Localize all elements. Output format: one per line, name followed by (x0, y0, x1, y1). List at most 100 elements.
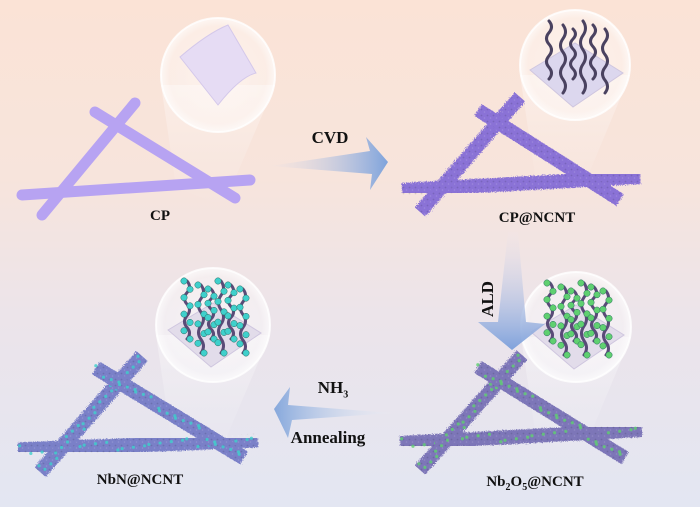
coating-particle (564, 429, 568, 433)
nanoparticle (200, 291, 208, 299)
coating-particle (526, 435, 530, 439)
nanotube (217, 279, 225, 355)
coating-particle (94, 364, 98, 368)
coating-particle (476, 363, 480, 367)
coating-particle (617, 450, 622, 454)
coating-particle (435, 454, 439, 459)
nanoparticle (583, 351, 591, 359)
coating-particle (499, 440, 503, 444)
coating-particle (189, 421, 193, 425)
coating-particle (514, 437, 518, 441)
step-label-ald: ALD (478, 281, 497, 317)
nanoparticle (577, 341, 585, 349)
nanoparticle (567, 287, 575, 295)
coating-particle (59, 445, 64, 450)
nanoparticle (214, 339, 222, 347)
nanoparticle (567, 301, 575, 309)
nanoparticle (220, 349, 228, 357)
fiber-texture (92, 362, 248, 464)
coating-particle (245, 437, 249, 442)
coating-particle (422, 443, 426, 447)
coating-particle (563, 418, 567, 422)
nanotube (559, 23, 567, 95)
nanotube (601, 27, 609, 95)
nanoparticle (543, 329, 551, 337)
coating-particle (76, 424, 80, 428)
coating-particle (173, 414, 177, 418)
step-label-nh3: NH3 (317, 378, 349, 401)
arrow-nh3-annealing (274, 387, 392, 438)
arrow-ald (478, 232, 545, 350)
coating-particle (54, 451, 58, 455)
coating-particle (169, 440, 173, 444)
fiber-rod (89, 106, 241, 204)
coating-particle (531, 394, 535, 398)
coating-particle (197, 423, 201, 428)
coating-particle (507, 384, 511, 388)
coating-particle (64, 434, 69, 439)
nanoparticle (599, 287, 607, 295)
coating-particle (633, 426, 637, 430)
coating-particle (181, 419, 185, 423)
nanoparticle (194, 300, 202, 308)
coating-particle (143, 444, 147, 448)
coating-particle (109, 378, 113, 382)
coating-particle (445, 438, 450, 442)
coating-particle (444, 433, 449, 437)
coating-particle (511, 364, 515, 368)
nanoparticle (194, 320, 202, 328)
coating-particle (196, 444, 200, 449)
coating-particle (517, 359, 521, 363)
coating-particle (221, 445, 225, 449)
nanoparticle (214, 277, 222, 285)
nanoparticle (573, 294, 581, 302)
nanoparticle (605, 333, 613, 341)
nanoparticle (549, 320, 557, 328)
coating-particle (439, 444, 444, 448)
coating-particle (197, 426, 201, 430)
nanoparticle (593, 306, 601, 314)
fiber-texture (415, 93, 525, 216)
coating-particle (472, 404, 476, 408)
coating-particle (49, 462, 53, 466)
coating-particle (141, 392, 145, 397)
nanoparticle (230, 304, 238, 312)
coating-particle (234, 439, 238, 443)
coating-particle (118, 382, 122, 387)
coating-particle (157, 409, 162, 413)
coating-particle (237, 452, 241, 456)
nanoparticle (186, 335, 194, 343)
coating-particle (499, 382, 504, 386)
nanoparticle (587, 329, 595, 337)
inset-nbn-ncnt (155, 267, 271, 383)
coating-particle (460, 437, 465, 441)
coating-particle (476, 434, 480, 438)
nanoparticle (563, 351, 571, 359)
coating-particle (249, 436, 253, 440)
nanoparticle (224, 296, 232, 304)
nanoparticle (599, 342, 607, 350)
fiber-texture (474, 361, 629, 464)
coating-particle (429, 460, 433, 464)
nanoparticle (180, 277, 188, 285)
nanoparticle (236, 340, 244, 348)
nanoparticle (567, 330, 575, 338)
coating-particle (213, 440, 217, 444)
coating-particle (125, 371, 129, 375)
coating-particle (450, 427, 454, 432)
nanoparticle (200, 349, 208, 357)
nanoparticle (593, 337, 601, 345)
coating-particle (570, 421, 574, 425)
coating-particle (547, 411, 551, 415)
coating-particle (205, 437, 209, 442)
nanoparticle (224, 312, 232, 320)
nanoparticle (204, 285, 212, 293)
coating-particle (229, 447, 233, 451)
nanoparticle (587, 314, 595, 322)
nanoparticle (573, 308, 581, 316)
nanoparticle (194, 281, 202, 289)
coating-particle (618, 452, 622, 456)
coating-particle (137, 360, 141, 364)
coating-particle (602, 445, 606, 449)
coating-particle (586, 437, 590, 441)
